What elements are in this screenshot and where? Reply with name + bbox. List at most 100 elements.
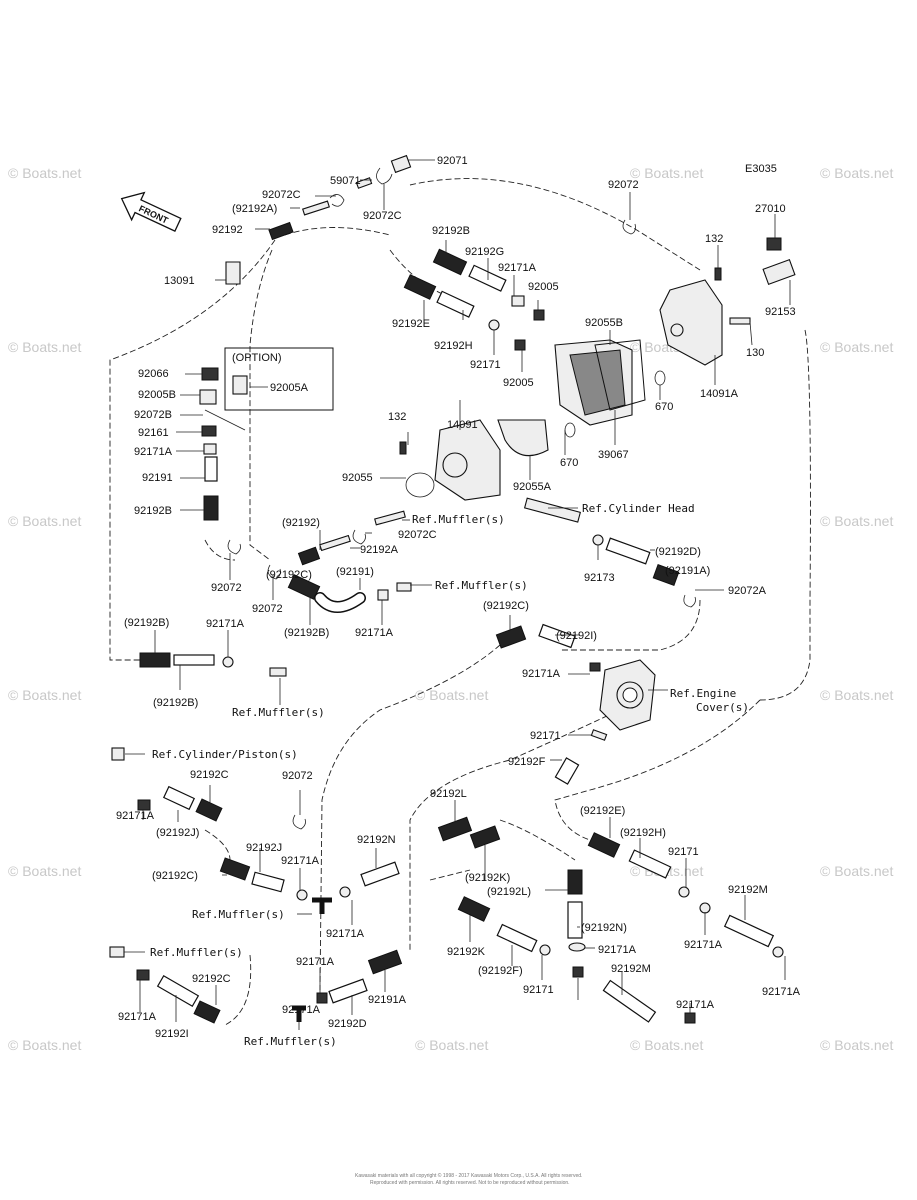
watermark-layer: © Boats.net © Boats.net © Boats.net © Bo… <box>8 165 893 1053</box>
routing-lines <box>109 178 811 1026</box>
part-number-label: 13091 <box>164 275 195 287</box>
part-number-label: 92192M <box>728 884 768 896</box>
part-number-label: (92192C) <box>483 600 529 612</box>
part-number-label: 92055B <box>585 317 623 329</box>
part-number-label: 92072A <box>728 585 767 597</box>
part-number-label: 92192H <box>434 340 473 352</box>
part-number-label: 92171A <box>762 986 801 998</box>
part-shapes <box>109 154 796 1024</box>
part-number-label: (92192I) <box>556 630 597 642</box>
watermark: © Boats.net <box>8 513 81 529</box>
watermark: © Boats.net <box>8 165 81 181</box>
watermark: © Boats.net <box>820 863 893 879</box>
part-number-label: 92171 <box>470 359 501 371</box>
part-number-label: 27010 <box>755 203 786 215</box>
part-number-label: 92171 <box>530 730 561 742</box>
part-number-label: (92192) <box>282 517 320 529</box>
reference-label: Ref.Muffler(s) <box>435 579 528 592</box>
watermark: © Boats.net <box>820 165 893 181</box>
part-number-label: 92071 <box>437 155 468 167</box>
part-number-label: 92192C <box>192 973 231 985</box>
footer-permission: Reproduced with permission. All rights r… <box>370 1180 570 1186</box>
part-number-label: 92192E <box>392 318 430 330</box>
reference-label: Ref.Engine <box>670 687 736 700</box>
part-number-label: 92005B <box>138 389 176 401</box>
reference-label: Ref.Muffler(s) <box>232 706 325 719</box>
part-number-label: 92171A <box>134 446 173 458</box>
part-number-label: 14091A <box>700 388 739 400</box>
part-number-label: 92192L <box>430 788 467 800</box>
part-number-label: (92191A) <box>665 565 710 577</box>
watermark: © Boats.net <box>8 1037 81 1053</box>
part-number-label: (92192A) <box>232 203 277 215</box>
watermark: © Boats.net <box>415 1037 488 1053</box>
watermark: © Boats.net <box>8 687 81 703</box>
part-number-label: 92171A <box>498 262 537 274</box>
part-number-label: 92171A <box>282 1004 321 1016</box>
part-number-label: 92192M <box>611 963 651 975</box>
part-number-label: 92171A <box>296 956 335 968</box>
part-number-label: 132 <box>705 233 723 245</box>
part-number-label: 92192C <box>190 769 229 781</box>
watermark: © Boats.net <box>820 1037 893 1053</box>
part-number-label: 92072C <box>262 189 301 201</box>
part-number-label: 92191 <box>142 472 173 484</box>
part-number-label: 92171A <box>116 810 155 822</box>
part-number-label: (92192N) <box>581 922 627 934</box>
diagram-code: E3035 <box>745 163 777 175</box>
part-number-label: 92171 <box>668 846 699 858</box>
watermark: © Boats.net <box>415 687 488 703</box>
part-number-label: (92192C) <box>152 870 198 882</box>
watermark: © Boats.net <box>820 687 893 703</box>
part-number-label: 92161 <box>138 427 169 439</box>
leader-lines <box>124 159 791 1030</box>
part-number-label: 92153 <box>765 306 796 318</box>
reference-label: Ref.Cylinder/Piston(s) <box>152 748 298 761</box>
reference-label: Cover(s) <box>696 701 749 714</box>
part-number-label: 92192J <box>246 842 282 854</box>
part-number-label: (92191) <box>336 566 374 578</box>
part-number-label: 59071 <box>330 175 361 187</box>
watermark: © Boats.net <box>8 339 81 355</box>
part-number-label: 92171A <box>684 939 723 951</box>
part-number-label: 130 <box>746 347 764 359</box>
option-label: (OPTION) <box>232 352 282 364</box>
part-number-label: 92192 <box>212 224 243 236</box>
part-number-label: 670 <box>560 457 578 469</box>
part-number-label: (92192D) <box>655 546 701 558</box>
reference-label: Ref.Muffler(s) <box>150 946 243 959</box>
part-number-label: (92192B) <box>124 617 169 629</box>
part-number-label: 92072 <box>252 603 283 615</box>
option-box <box>224 347 334 411</box>
reference-label: Ref.Cylinder Head <box>582 502 695 515</box>
part-number-label: (92192H) <box>620 827 666 839</box>
part-number-label: 92005 <box>503 377 534 389</box>
part-number-label: 132 <box>388 411 406 423</box>
part-number-label: 92192I <box>155 1028 189 1040</box>
part-number-label: 92171 <box>523 984 554 996</box>
part-number-label: 92192F <box>508 756 546 768</box>
part-number-label: 92192K <box>447 946 486 958</box>
part-number-label: 92171A <box>598 944 637 956</box>
part-number-label: 92173 <box>584 572 615 584</box>
part-number-label: (92192K) <box>465 872 510 884</box>
part-number-label: 92192D <box>328 1018 367 1030</box>
part-number-label: 92072C <box>398 529 437 541</box>
part-number-label: (92192B) <box>153 697 198 709</box>
part-number-label: 92005A <box>270 382 309 394</box>
part-number-label: 92171A <box>355 627 394 639</box>
part-number-label: 92171A <box>326 928 365 940</box>
part-number-label: 92072 <box>282 770 313 782</box>
part-number-label: 92192N <box>357 834 396 846</box>
part-number-label: 92171A <box>206 618 245 630</box>
part-number-label: 92171A <box>118 1011 157 1023</box>
part-number-label: 92192B <box>432 225 470 237</box>
part-number-label: (92192F) <box>478 965 523 977</box>
part-number-label: 92072C <box>363 210 402 222</box>
watermark: © Boats.net <box>820 339 893 355</box>
part-number-label: 92192A <box>360 544 399 556</box>
part-number-label: 92191A <box>368 994 407 1006</box>
reference-label: Ref.Muffler(s) <box>192 908 285 921</box>
part-number-label: 92171A <box>281 855 320 867</box>
